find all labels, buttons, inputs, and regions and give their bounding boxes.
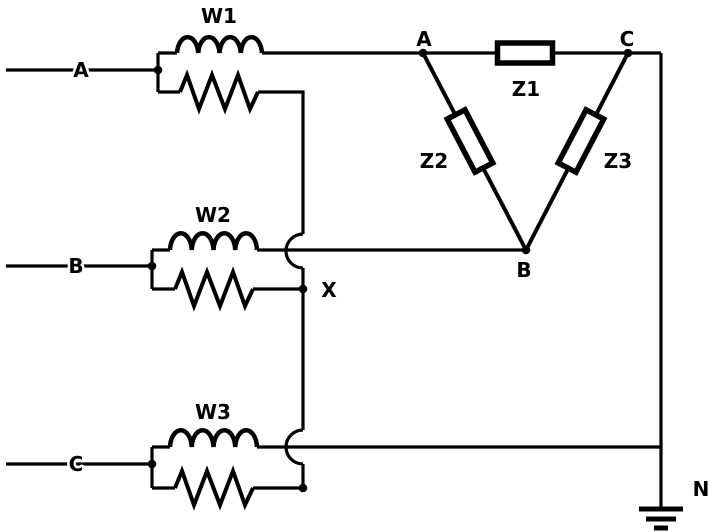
junction-phase-b [147, 261, 157, 271]
junction-common-point-x [298, 284, 308, 294]
phase-b-label: B [68, 254, 83, 278]
phase-a-label: A [73, 58, 89, 82]
impedance-z1-box [494, 40, 556, 66]
neutral-n-label: N [693, 477, 710, 501]
junction-delta-a [418, 48, 428, 58]
w1-label: W1 [201, 4, 237, 28]
junction-phase-a [153, 65, 163, 75]
w1-voltage-coil-resistor [178, 69, 260, 115]
junction-delta-c [623, 48, 633, 58]
delta-vertex-b-label: B [516, 258, 531, 282]
wattmeter-w1 [174, 34, 265, 115]
w2-label: W2 [195, 203, 231, 227]
junction-delta-b [521, 245, 531, 255]
wattmeter-w3 [167, 427, 260, 511]
z2-label: Z2 [420, 149, 448, 173]
z1-label: Z1 [512, 77, 540, 101]
w3-current-coil [167, 427, 260, 448]
junction-center-bottom [298, 483, 308, 493]
w3-voltage-coil-resistor [173, 465, 255, 511]
phase-c-label: C [69, 452, 84, 476]
w1-resistor-right-lead [258, 90, 305, 234]
w1-current-coil [174, 34, 265, 54]
junction-phase-c [147, 459, 157, 469]
w2-current-coil [167, 230, 260, 251]
impedance-z3-box [554, 106, 608, 176]
delta-vertex-a-label: A [416, 27, 432, 51]
z3-label: Z3 [604, 149, 632, 173]
common-point-x-label: X [321, 278, 337, 302]
impedance-z2-box [443, 106, 497, 176]
delta-vertex-c-label: C [620, 27, 635, 51]
w3-label: W3 [195, 400, 231, 424]
junction-dots [147, 48, 633, 493]
wattmeter-w2 [167, 230, 260, 312]
labels: A B C W1 W2 W3 A C B Z1 Z2 Z3 X N [66, 2, 712, 504]
ground-icon [639, 506, 683, 531]
delta-load [421, 40, 630, 251]
w2-voltage-coil-resistor [173, 266, 255, 312]
